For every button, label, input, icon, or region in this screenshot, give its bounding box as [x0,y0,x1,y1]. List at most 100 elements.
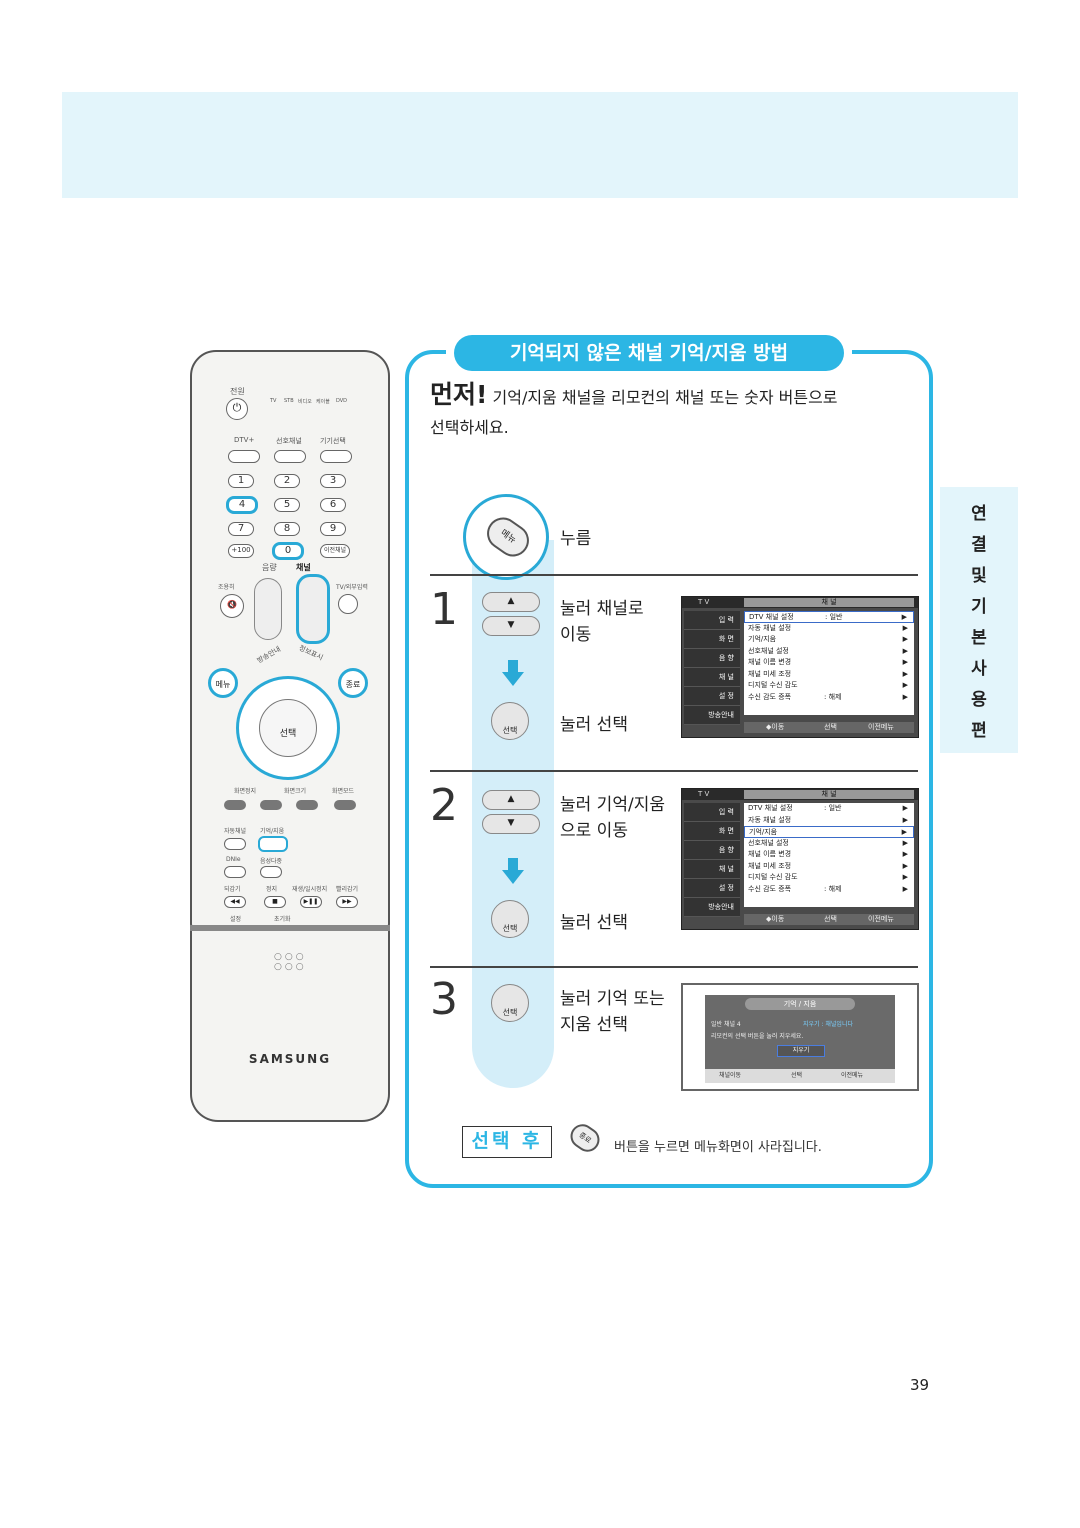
osd-sidebar: 입 력 화 면 음 향 채 널 설 정 방송안내 [684,803,740,917]
osd-row: 채널 미세 조정▶ [744,861,914,873]
num-2-button: 2 [274,474,300,488]
color-button [224,800,246,810]
step3-line2: 지움 선택 [560,1015,628,1035]
setup-label: 설정 [230,916,242,923]
num-3-button: 3 [320,474,346,488]
osd-screen-3: 기억 / 지움 일반 채널 4 지우기 : 채널입니다 리모컨의 선택 버튼을 … [681,983,919,1091]
mts-button [260,866,282,878]
input-button [338,594,358,614]
step3-line1: 눌러 기억 또는 [560,989,665,1009]
osd-side-item: 입 력 [684,803,740,822]
panel-title: 기억되지 않은 채널 기억/지움 방법 [454,335,844,371]
step2-line3: 눌러 선택 [560,913,628,933]
osd-heading: 채 널 [744,598,914,607]
right-arrow-icon: ▶ [902,692,908,701]
osd-row: 채널 미세 조정▶ [744,669,914,681]
dtv-button [228,450,260,463]
ir-holes: ○○○○○○ [274,952,307,972]
osd-row: 선호채널 설정▶ [744,838,914,850]
autoch-label: 자동채널 [224,828,247,835]
exit-icon: 종료 [338,668,368,698]
updown-keys: ▲ ▼ [482,790,540,834]
side-tab-char: 편 [971,721,987,741]
intro-first: 먼저! [430,380,488,409]
num-5-button: 5 [274,498,300,512]
osd-row: 수신 감도 증폭: 해제▶ [744,692,914,704]
exit-key-icon: 종료 [565,1119,606,1160]
fav-button [274,450,306,463]
divider [430,966,918,968]
step2-line1: 눌러 기억/지움 [560,795,665,815]
down-arrow-icon: ▼ [482,814,540,834]
step2-line2: 으로 이동 [560,821,628,841]
osd-row: 선호채널 설정▶ [744,646,914,658]
dnie-button [224,866,246,878]
num-4-button: 4 [226,496,258,514]
right-arrow-icon: ▶ [902,623,908,632]
plus100-button: +100 [228,544,254,558]
osd3-line: 지우기 : 채널입니다 [803,1021,853,1028]
add-del-button [258,836,288,852]
power-label: 전원 [230,387,245,396]
osd-footer: ◆이동 선택 이전메뉴 [744,914,914,925]
color-button [260,800,282,810]
add-del-label: 기억/지움 [260,828,285,835]
osd-row: 채널 이름 변경▶ [744,849,914,861]
side-tab-char: 본 [971,628,987,648]
after-select-label: 선택 후 [462,1126,552,1158]
mute-label: 조용히 [218,584,235,591]
osd-topbar: T V 채 널 [682,789,918,800]
osd-tv-label: T V [698,790,710,798]
autoch-button [224,838,246,850]
osd-side-item: 설 정 [684,879,740,898]
color-button [296,800,318,810]
osd-side-item: 방송안내 [684,898,740,917]
dtv-label: DTV+ [234,436,255,444]
right-arrow-icon: ▶ [902,658,908,666]
select-button: 선택 [259,699,317,757]
osd-row: 수신 감도 증폭: 해제▶ [744,884,914,896]
input-label: TV/외부입력 [336,584,368,591]
osd-menu-list: DTV 채널 설정: 일반▶ 자동 채널 설정▶ 기억/지움▶ 선호채널 설정▶… [744,611,914,715]
menu-key-ring: 메뉴 [463,494,549,580]
divider [430,574,918,576]
osd-row: 기억/지움▶ [744,826,914,838]
page-number: 39 [910,1376,930,1394]
remote-lower [190,928,390,1122]
select-key-icon: 선택 [491,984,529,1022]
num-9-button: 9 [320,522,346,536]
remote-control: 전원 ⏻ TV STB 비디오 케이블 DVD DTV+ 선호채널 기기선택 1… [190,350,390,1122]
right-arrow-icon: ▶ [902,635,908,643]
intro-text: 먼저! 기억/지움 채널을 리모컨의 채널 또는 숫자 버튼으로 선택하세요. [430,380,910,443]
right-arrow-icon: ▶ [901,828,907,836]
osd-side-item: 설 정 [684,687,740,706]
press-label: 누름 [560,529,592,549]
divider [430,770,918,772]
osd-topbar: T V 채 널 [682,597,918,608]
osd3-heading: 기억 / 지움 [745,998,855,1010]
nav-ring: 선택 [236,676,340,780]
osd-menu-list: DTV 채널 설정: 일반▶ 자동 채널 설정▶ 기억/지움▶ 선호채널 설정▶… [744,803,914,907]
down-arrow-icon [502,660,524,686]
osd-screen-2: T V 채 널 입 력 화 면 음 향 채 널 설 정 방송안내 DTV 채널 … [681,788,919,930]
up-arrow-icon: ▲ [482,790,540,810]
num-1-button: 1 [228,474,254,488]
num-8-button: 8 [274,522,300,536]
side-tab-char: 결 [971,535,987,555]
step-number: 2 [430,780,458,831]
intro-line2: 선택하세요. [430,418,509,437]
osd-tv-label: T V [698,598,710,606]
updown-keys: ▲ ▼ [482,592,540,636]
remote-hinge [190,925,390,931]
up-arrow-icon: ▲ [482,592,540,612]
mode-label: STB [284,398,294,404]
osd-row: DTV 채널 설정: 일반▶ [744,611,914,623]
osd3-line: 리모컨의 선택 버튼을 눌러 지우세요. [711,1033,804,1040]
channel-rocker [296,574,330,644]
ch-label: 채널 [296,563,311,572]
right-arrow-icon: ▶ [902,861,908,870]
osd-side-item: 음 향 [684,649,740,668]
mode-label: 화면모드 [332,788,355,795]
osd-footer: ◆이동 선택 이전메뉴 [744,722,914,733]
dnie-label: DNIe [226,856,241,863]
